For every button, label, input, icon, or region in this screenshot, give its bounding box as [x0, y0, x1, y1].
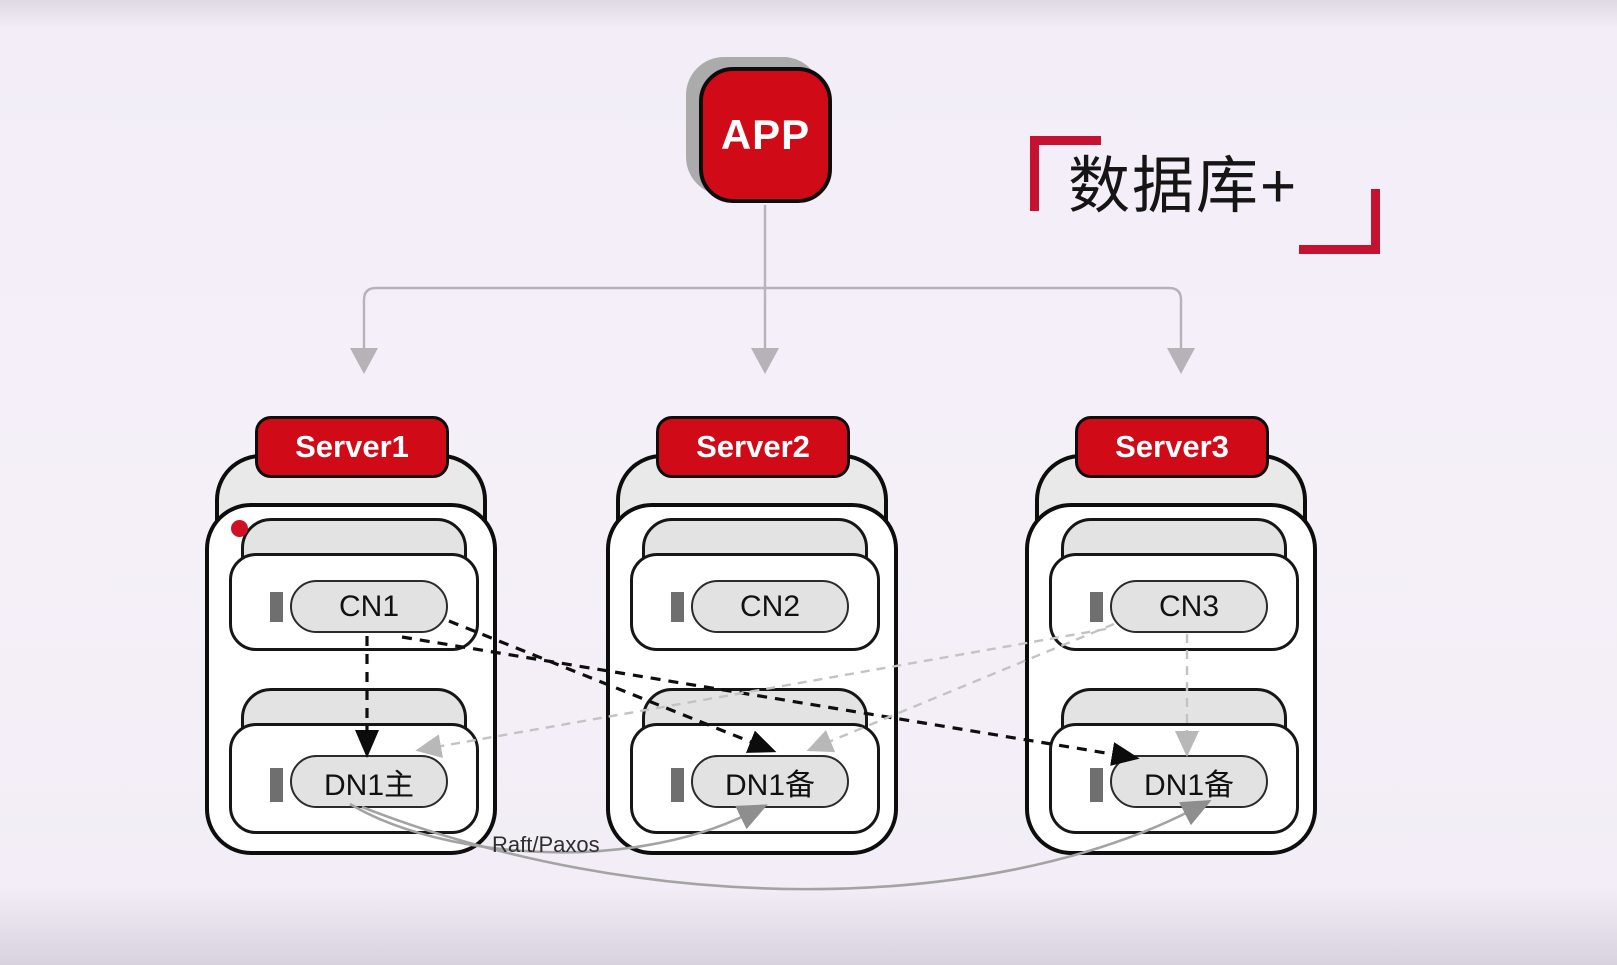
disk-slot-icon	[270, 592, 283, 622]
cn1-node: CN1	[290, 580, 448, 633]
app-label: APP	[720, 111, 811, 158]
dn1-primary-node: DN1主	[290, 755, 448, 808]
cn2-node: CN2	[691, 580, 849, 633]
disk-slot-icon	[270, 768, 283, 802]
server3-dn-section-front: DN1备	[1049, 723, 1299, 834]
server2-label-text: Server2	[696, 429, 810, 464]
corner-bracket-bottom-right-icon	[1299, 189, 1380, 254]
server1-cn-section-front: CN1	[229, 553, 479, 651]
server3-node: Server3 CN3 DN1备	[1025, 410, 1317, 870]
server2-node: Server2 CN2 DN1备	[606, 410, 898, 870]
disk-slot-icon	[671, 768, 684, 802]
primary-indicator-dot	[231, 520, 248, 537]
disk-slot-icon	[1090, 768, 1103, 802]
server3-cn-section: CN3	[1049, 518, 1299, 651]
server1-label-text: Server1	[295, 429, 409, 464]
dn1-primary-label: DN1主	[323, 768, 414, 802]
corner-bracket-top-left-icon	[1030, 136, 1101, 211]
server1-node: Server1 CN1 DN1主	[205, 410, 497, 870]
server2-dn-section: DN1备	[630, 688, 880, 834]
server1-dn-section-front: DN1主	[229, 723, 479, 834]
dn1-standby-node-server3: DN1备	[1110, 755, 1268, 808]
server1-cn-section: CN1	[229, 518, 479, 651]
server1-dn-section: DN1主	[229, 688, 479, 834]
title-block: 数据库+	[1018, 126, 1384, 260]
server2-dn-section-front: DN1备	[630, 723, 880, 834]
server1-label: Server1	[255, 416, 449, 478]
server3-cn-section-front: CN3	[1049, 553, 1299, 651]
dn1-standby-node-server2: DN1备	[691, 755, 849, 808]
page-title: 数据库+	[1068, 152, 1299, 221]
server2-cn-section-front: CN2	[630, 553, 880, 651]
server3-label: Server3	[1075, 416, 1269, 478]
dn1-standby-label-server3: DN1备	[1143, 768, 1234, 802]
server3-dn-section: DN1备	[1049, 688, 1299, 834]
app-to-server1-connector	[350, 286, 765, 374]
cn3-node: CN3	[1110, 580, 1268, 633]
app-node: APP	[699, 67, 832, 203]
server2-cn-section: CN2	[630, 518, 880, 651]
disk-slot-icon	[1090, 592, 1103, 622]
server3-label-text: Server3	[1115, 429, 1229, 464]
cn2-label: CN2	[739, 589, 800, 623]
cn1-label: CN1	[338, 589, 399, 623]
server2-label: Server2	[656, 416, 850, 478]
cn3-label: CN3	[1158, 589, 1219, 623]
dn1-standby-label-server2: DN1备	[724, 768, 815, 802]
disk-slot-icon	[671, 592, 684, 622]
consensus-protocol-label: Raft/Paxos	[492, 832, 600, 857]
app-to-server3-connector	[765, 286, 1195, 374]
